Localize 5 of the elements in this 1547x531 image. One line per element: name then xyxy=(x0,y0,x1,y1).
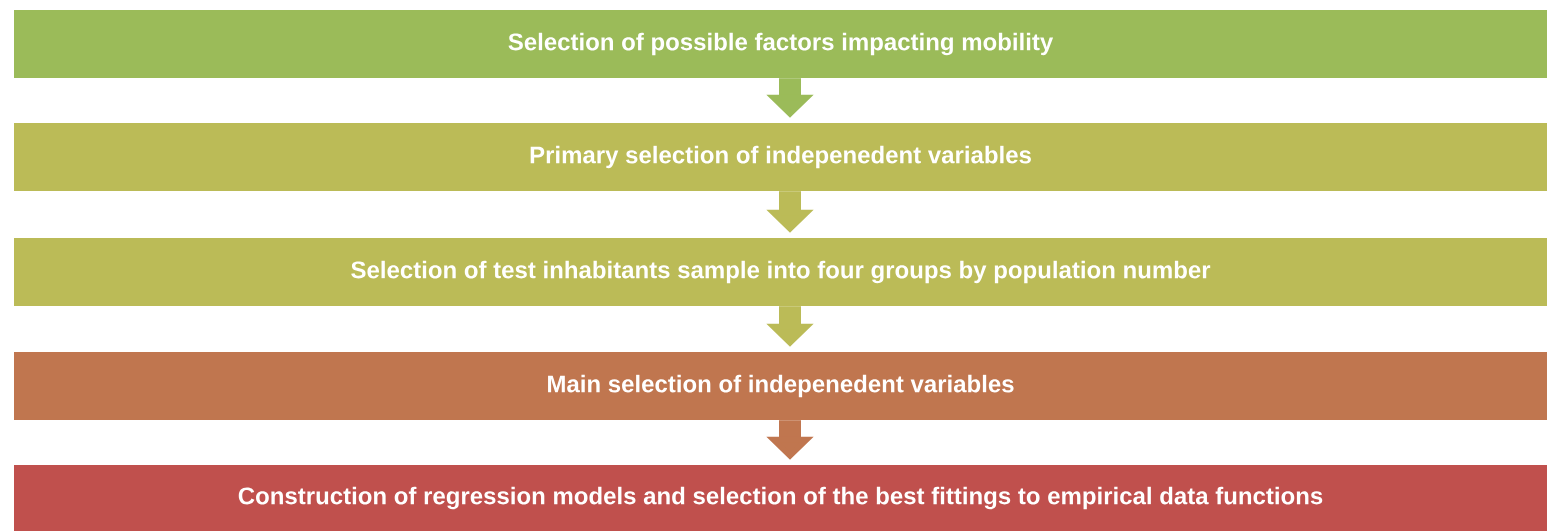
process-box: Selection of possible factors impacting mobility xyxy=(14,10,1547,78)
process-box: Primary selection of indepenedent variables xyxy=(14,123,1547,191)
process-box: Main selection of indepenedent variables xyxy=(14,352,1547,420)
process-box: Construction of regression models and selection of the best fittings to empirical data functions xyxy=(14,465,1547,531)
process-box: Selection of test inhabitants sample into four groups by population number xyxy=(14,238,1547,306)
